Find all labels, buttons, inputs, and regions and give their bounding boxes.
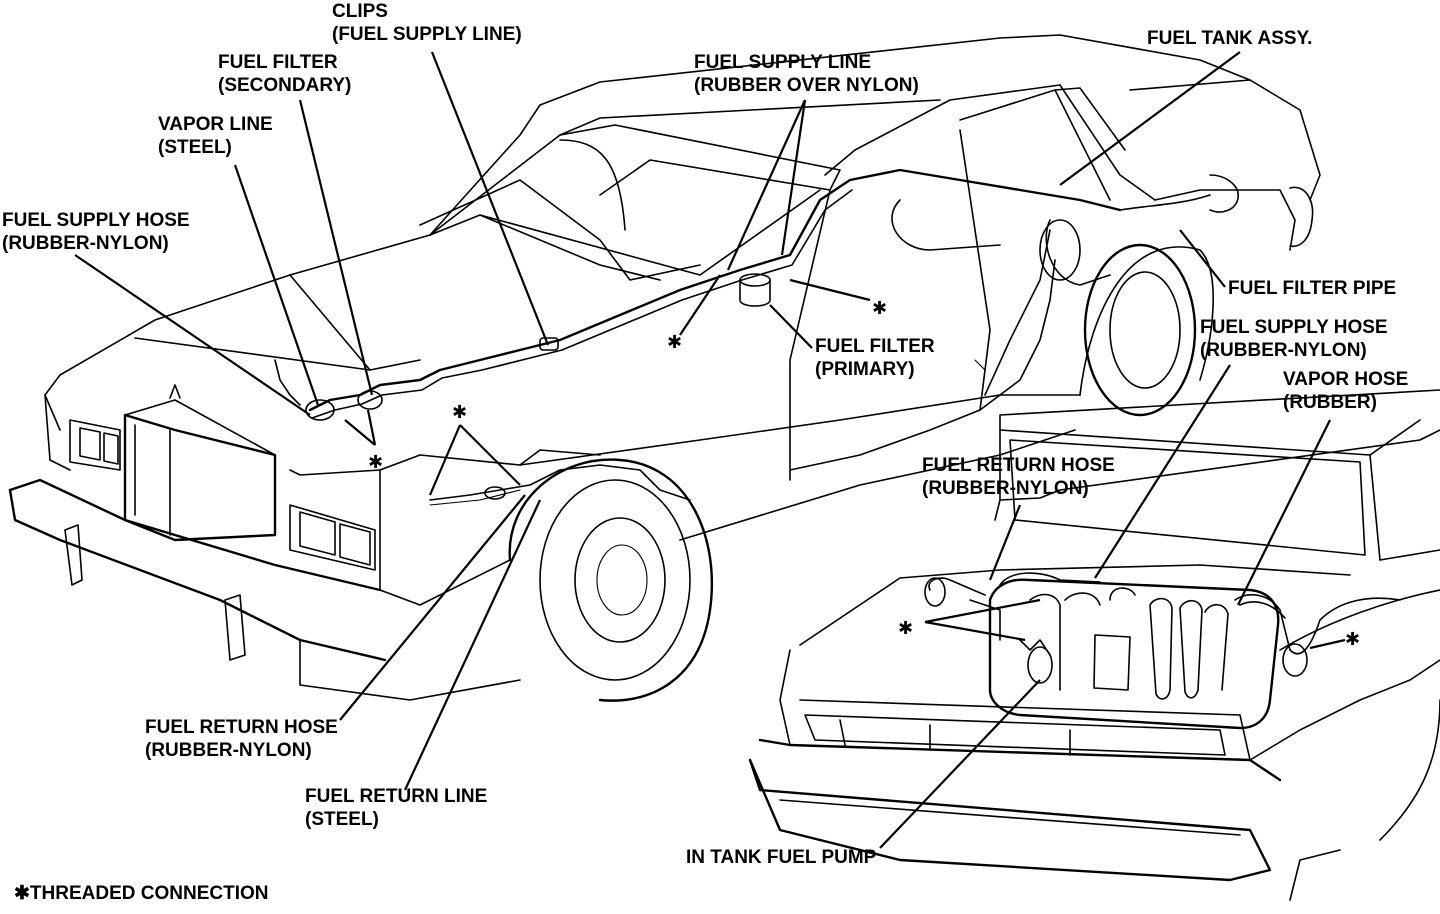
label-line: FUEL SUPPLY HOSE bbox=[1200, 317, 1388, 338]
label-line: VAPOR LINE bbox=[158, 114, 273, 135]
label-fuel-supply-line: FUEL SUPPLY LINE (RUBBER OVER NYLON) bbox=[694, 51, 919, 97]
label-line: FUEL RETURN HOSE bbox=[145, 717, 338, 738]
star-marker: ✱ bbox=[1345, 629, 1360, 650]
label-line: FUEL SUPPLY LINE bbox=[694, 52, 872, 73]
star-marker: ✱ bbox=[898, 618, 913, 639]
label-line: FUEL FILTER bbox=[815, 336, 935, 357]
label-fuel-return-line: FUEL RETURN LINE (STEEL) bbox=[305, 785, 487, 831]
label-line: CLIPS bbox=[332, 1, 388, 22]
label-line: FUEL SUPPLY HOSE bbox=[2, 210, 190, 231]
rear-fuel-tank bbox=[924, 572, 1401, 730]
label-line: (STEEL) bbox=[158, 137, 232, 158]
label-line: FUEL FILTER bbox=[218, 52, 338, 73]
label-fuel-return-hose-front: FUEL RETURN HOSE (RUBBER-NYLON) bbox=[145, 716, 338, 762]
label-line: IN TANK FUEL PUMP bbox=[686, 847, 877, 868]
label-fuel-supply-hose-front: FUEL SUPPLY HOSE (RUBBER-NYLON) bbox=[2, 209, 190, 255]
label-line: (RUBBER) bbox=[1283, 392, 1377, 413]
leader-lines bbox=[74, 51, 1346, 849]
label-line: FUEL TANK ASSY. bbox=[1147, 28, 1313, 49]
label-line: FUEL RETURN LINE bbox=[305, 786, 488, 807]
star-marker: ✱ bbox=[368, 452, 383, 473]
star-marker: ✱ bbox=[872, 298, 887, 319]
label-line: (PRIMARY) bbox=[815, 359, 915, 380]
label-fuel-filter-primary: FUEL FILTER (PRIMARY) bbox=[815, 335, 935, 381]
label-in-tank-fuel-pump: IN TANK FUEL PUMP bbox=[686, 846, 876, 869]
label-line: VAPOR HOSE bbox=[1283, 369, 1409, 390]
label-fuel-filter-pipe: FUEL FILTER PIPE bbox=[1228, 277, 1396, 300]
star-marker: ✱ bbox=[452, 402, 467, 423]
label-line: (FUEL SUPPLY LINE) bbox=[332, 24, 522, 45]
fuel-lines bbox=[274, 168, 1211, 506]
label-line: (RUBBER OVER NYLON) bbox=[694, 75, 919, 96]
label-line: (STEEL) bbox=[305, 809, 379, 830]
legend-threaded-connection: ✱THREADED CONNECTION bbox=[14, 882, 268, 905]
legend-text: ✱THREADED CONNECTION bbox=[14, 883, 269, 904]
star-marker: ✱ bbox=[667, 332, 682, 353]
label-fuel-supply-hose-rear: FUEL SUPPLY HOSE (RUBBER-NYLON) bbox=[1200, 316, 1388, 362]
label-line: (RUBBER-NYLON) bbox=[922, 478, 1089, 499]
label-fuel-filter-secondary: FUEL FILTER (SECONDARY) bbox=[218, 51, 351, 97]
label-line: FUEL RETURN HOSE bbox=[922, 455, 1115, 476]
label-vapor-hose: VAPOR HOSE (RUBBER) bbox=[1283, 368, 1408, 414]
label-line: (RUBBER-NYLON) bbox=[145, 740, 312, 761]
label-vapor-line: VAPOR LINE (STEEL) bbox=[158, 113, 273, 159]
label-fuel-tank-assy: FUEL TANK ASSY. bbox=[1147, 27, 1312, 50]
threaded-connection-markers: ✱ ✱ ✱ ✱ ✱ ✱ bbox=[368, 298, 1360, 650]
label-fuel-return-hose-rear: FUEL RETURN HOSE (RUBBER-NYLON) bbox=[922, 454, 1115, 500]
label-line: (RUBBER-NYLON) bbox=[1200, 340, 1367, 361]
label-line: (SECONDARY) bbox=[218, 75, 352, 96]
rear-detail-car bbox=[748, 389, 1440, 901]
label-clips: CLIPS (FUEL SUPPLY LINE) bbox=[332, 0, 522, 46]
label-line: (RUBBER-NYLON) bbox=[2, 233, 169, 254]
label-line: FUEL FILTER PIPE bbox=[1228, 278, 1397, 299]
